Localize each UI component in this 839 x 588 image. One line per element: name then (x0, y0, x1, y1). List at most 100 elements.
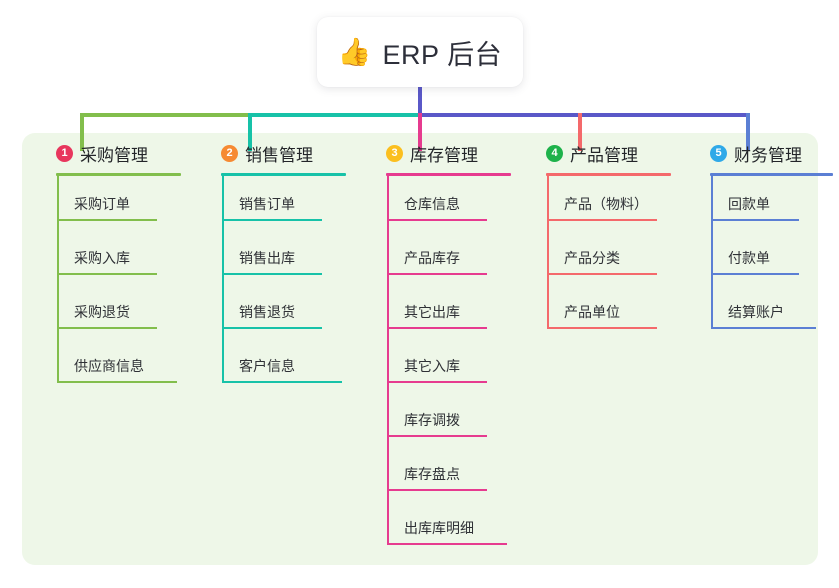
leaf-item-underline (711, 327, 816, 329)
leaf-item[interactable]: 采购退货 (57, 284, 181, 338)
branch-badge-icon-3: 3 (386, 144, 403, 162)
branch-drop-connector-4 (578, 113, 582, 151)
leaf-item[interactable]: 产品库存 (387, 230, 511, 284)
leaf-spine-1 (57, 176, 59, 383)
leaf-item[interactable]: 供应商信息 (57, 338, 181, 392)
leaf-spine-4 (547, 176, 549, 329)
leaf-item-label: 销售出库 (239, 250, 295, 266)
leaf-item-underline (387, 219, 487, 221)
root-node-content: 👍 ERP 后台 (338, 33, 502, 72)
branch-underline-5 (710, 173, 833, 176)
leaf-item-label: 出库库明细 (404, 520, 474, 536)
leaf-item-underline (222, 273, 322, 275)
leaf-item-label: 库存盘点 (404, 466, 460, 482)
leaf-item-underline (387, 435, 487, 437)
branch-badge-icon-2: 2 (221, 144, 238, 162)
bus-segment-2 (248, 113, 420, 117)
branch-title-5: 财务管理 (734, 145, 802, 165)
leaf-item-label: 采购入库 (74, 250, 130, 266)
leaf-item-label: 采购订单 (74, 196, 130, 212)
leaf-item-underline (387, 273, 487, 275)
leaf-item[interactable]: 仓库信息 (387, 176, 511, 230)
leaf-spine-2 (222, 176, 224, 383)
branch-header-5[interactable]: 5 财务管理 (694, 133, 833, 173)
bus-segment-3 (418, 113, 750, 117)
branch-underline-1 (56, 173, 181, 176)
leaf-item-label: 回款单 (728, 196, 770, 212)
leaf-item[interactable]: 客户信息 (222, 338, 346, 392)
leaf-item-underline (387, 327, 487, 329)
branch-drop-connector-5 (746, 113, 750, 151)
leaf-item[interactable]: 采购订单 (57, 176, 181, 230)
leaf-list-1: 采购订单采购入库采购退货供应商信息 (57, 176, 181, 392)
leaf-item-label: 产品分类 (564, 250, 620, 266)
leaf-item[interactable]: 销售订单 (222, 176, 346, 230)
leaf-item-underline (222, 327, 322, 329)
branch-underline-4 (546, 173, 671, 176)
root-node-erp-backend[interactable]: 👍 ERP 后台 (317, 17, 523, 87)
leaf-item[interactable]: 销售出库 (222, 230, 346, 284)
leaf-item-underline (222, 219, 322, 221)
bus-segment-1 (80, 113, 250, 117)
leaf-item[interactable]: 其它入库 (387, 338, 511, 392)
leaf-list-4: 产品（物料） 产品分类产品单位 (547, 176, 671, 338)
branch-drop-connector-3 (418, 113, 422, 151)
leaf-item-label: 付款单 (728, 250, 770, 266)
leaf-item-underline (387, 543, 507, 545)
root-node-title: ERP 后台 (382, 39, 503, 70)
branch-underline-3 (386, 173, 511, 176)
branch-drop-connector-1 (80, 113, 84, 151)
leaf-item[interactable]: 回款单 (711, 176, 833, 230)
leaf-item-underline (547, 327, 657, 329)
branch-drop-connector-2 (248, 113, 252, 151)
leaf-item-label: 供应商信息 (74, 358, 144, 374)
leaf-item-label: 产品单位 (564, 304, 620, 320)
branch-badge-icon-5: 5 (710, 144, 727, 162)
leaf-list-5: 回款单付款单结算账户 (711, 176, 833, 338)
leaf-item-label: 客户信息 (239, 358, 295, 374)
leaf-item[interactable]: 付款单 (711, 230, 833, 284)
leaf-item-underline (547, 273, 657, 275)
leaf-item-underline (711, 219, 799, 221)
leaf-item-label: 销售订单 (239, 196, 295, 212)
leaf-item[interactable]: 库存盘点 (387, 446, 511, 500)
leaf-item[interactable]: 产品单位 (547, 284, 671, 338)
leaf-item-label: 采购退货 (74, 304, 130, 320)
leaf-item[interactable]: 其它出库 (387, 284, 511, 338)
leaf-item-underline (387, 381, 487, 383)
leaf-item[interactable]: 产品（物料） (547, 176, 671, 230)
branch-title-3: 库存管理 (410, 145, 478, 165)
leaf-item[interactable]: 出库库明细 (387, 500, 511, 554)
leaf-item-underline (222, 381, 342, 383)
leaf-item-label: 结算账户 (728, 304, 784, 320)
leaf-item-label: 库存调拨 (404, 412, 460, 428)
leaf-item[interactable]: 库存调拨 (387, 392, 511, 446)
leaf-item[interactable]: 产品分类 (547, 230, 671, 284)
leaf-item[interactable]: 结算账户 (711, 284, 833, 338)
leaf-item[interactable]: 采购入库 (57, 230, 181, 284)
branch-title-4: 产品管理 (570, 145, 638, 165)
leaf-item[interactable]: 销售退货 (222, 284, 346, 338)
leaf-item-label: 其它入库 (404, 358, 460, 374)
leaf-item-underline (547, 219, 657, 221)
leaf-item-underline (387, 489, 487, 491)
leaf-item-underline (57, 219, 157, 221)
leaf-item-label: 其它出库 (404, 304, 460, 320)
leaf-item-underline (57, 381, 177, 383)
leaf-list-2: 销售订单销售出库销售退货客户信息 (222, 176, 346, 392)
diagram-panel (22, 133, 818, 565)
leaf-list-3: 仓库信息产品库存其它出库其它入库库存调拨库存盘点出库库明细 (387, 176, 511, 554)
branch-header-3[interactable]: 3 库存管理 (370, 133, 511, 173)
leaf-spine-3 (387, 176, 389, 545)
leaf-item-label: 销售退货 (239, 304, 295, 320)
leaf-spine-5 (711, 176, 713, 329)
leaf-item-underline (57, 327, 157, 329)
branch-title-1: 采购管理 (80, 145, 148, 165)
